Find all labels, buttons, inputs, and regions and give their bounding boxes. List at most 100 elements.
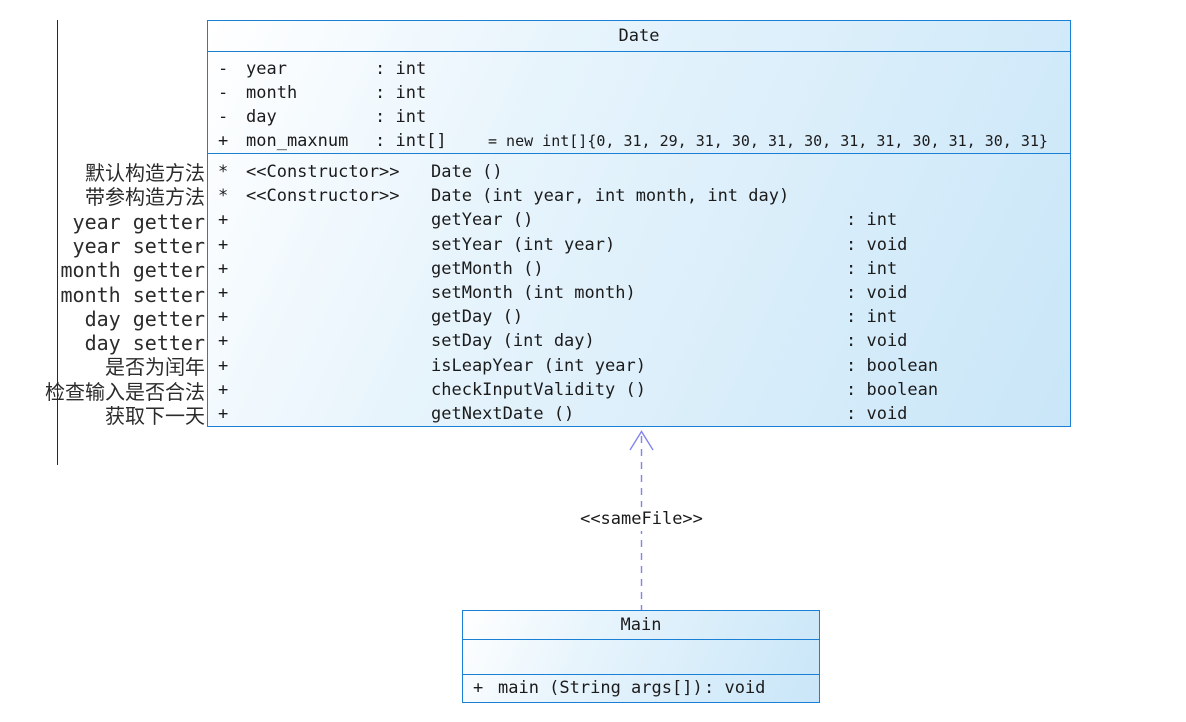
method-return-type: : boolean — [846, 355, 939, 376]
method-signature: setMonth (int month) — [431, 282, 636, 303]
main-fields-compartment — [463, 640, 819, 675]
annotation-label: 是否为闰年 — [105, 355, 205, 380]
visibility-symbol: + — [218, 258, 229, 279]
visibility-symbol: * — [218, 162, 229, 182]
method-stereotype — [246, 233, 431, 257]
method-return-type — [846, 184, 1070, 208]
method-stereotype — [246, 208, 431, 232]
method-stereotype — [246, 305, 431, 329]
annotation-label: 带参构造方法 — [85, 185, 205, 210]
method-return-type: : int — [846, 307, 898, 328]
field-name: day — [246, 107, 277, 127]
method-stereotype — [246, 329, 431, 353]
visibility-symbol: + — [218, 355, 229, 376]
annotation-label: year getter — [72, 209, 205, 234]
field-row: - day : int — [208, 105, 1070, 129]
field-type: : int — [375, 107, 427, 127]
method-signature: setYear (int year) — [431, 234, 616, 255]
method-return-type: : void — [846, 282, 908, 303]
annotation-label: 默认构造方法 — [85, 161, 205, 185]
method-signature: checkInputValidity () — [431, 379, 646, 400]
method-stereotype — [246, 281, 431, 305]
date-class-box: Date - year : int - month : int - day : … — [207, 20, 1071, 427]
method-stereotype — [246, 257, 431, 281]
visibility-symbol: - — [218, 83, 229, 103]
visibility-symbol: - — [218, 107, 229, 127]
date-fields-compartment: - year : int - month : int - day : int +… — [208, 52, 1070, 154]
visibility-symbol: + — [218, 210, 229, 231]
method-return-type: : void — [846, 331, 908, 352]
visibility-symbol: + — [218, 331, 229, 352]
method-return-type: : void — [846, 234, 908, 255]
method-row: + main (String args[]) : void — [463, 675, 819, 701]
annotation-label: 检查输入是否合法 — [45, 379, 205, 404]
method-return-type: : void — [846, 403, 908, 424]
method-signature: getNextDate () — [431, 403, 575, 424]
method-stereotype — [246, 402, 431, 426]
method-signature: getYear () — [431, 210, 534, 231]
annotation-label: day getter — [84, 306, 205, 331]
method-row: + isLeapYear (int year) : boolean — [208, 354, 1070, 378]
method-stereotype: <<Constructor>> — [246, 162, 400, 182]
annotation-label: day setter — [84, 331, 205, 356]
field-name: mon_maxnum — [246, 131, 349, 151]
arrowhead-icon — [629, 430, 654, 451]
method-signature: getMonth () — [431, 258, 544, 279]
annotation-rule — [57, 20, 58, 465]
annotation-label: month setter — [60, 282, 206, 307]
method-stereotype — [246, 354, 431, 378]
method-return-type: : void — [704, 678, 766, 698]
method-signature: setDay (int day) — [431, 331, 595, 352]
field-name: month — [246, 83, 298, 103]
visibility-symbol: + — [218, 379, 229, 400]
method-return-type: : int — [846, 258, 898, 279]
dependency-stereotype-label: <<sameFile>> — [561, 507, 722, 531]
field-row: - year : int — [208, 57, 1070, 81]
method-row: + getDay () : int — [208, 305, 1070, 329]
annotation-label: 获取下一天 — [105, 404, 205, 428]
main-class-box: Main + main (String args[]) : void — [462, 610, 820, 703]
visibility-symbol: + — [218, 234, 229, 255]
visibility-symbol: - — [218, 59, 229, 79]
field-row: + mon_maxnum : int[] = new int[]{0, 31, … — [208, 129, 1070, 153]
field-type: : int[] — [375, 131, 447, 151]
method-signature: main (String args[]) — [498, 678, 703, 698]
method-row: + setMonth (int month) : void — [208, 281, 1070, 305]
field-row: - month : int — [208, 81, 1070, 105]
method-row: + setYear (int year) : void — [208, 233, 1070, 257]
visibility-symbol: * — [218, 186, 229, 207]
field-default — [488, 105, 1070, 129]
method-signature: getDay () — [431, 307, 524, 328]
field-name: year — [246, 59, 287, 79]
visibility-symbol: + — [218, 282, 229, 303]
field-type: : int — [375, 59, 427, 79]
field-type: : int — [375, 83, 427, 103]
method-signature: Date () — [431, 162, 503, 182]
date-class-title: Date — [208, 21, 1070, 52]
annotation-label: month getter — [60, 258, 206, 283]
method-row: * <<Constructor>> Date (int year, int mo… — [208, 184, 1070, 208]
method-stereotype — [246, 378, 431, 402]
annotation-label: year setter — [72, 233, 205, 258]
field-default: = new int[]{0, 31, 29, 31, 30, 31, 30, 3… — [488, 132, 1048, 150]
visibility-symbol: + — [218, 131, 229, 151]
method-row: + checkInputValidity () : boolean — [208, 378, 1070, 402]
annotations-panel: 默认构造方法 带参构造方法 year getter year setter mo… — [0, 0, 205, 440]
method-row: + getMonth () : int — [208, 257, 1070, 281]
method-stereotype: <<Constructor>> — [246, 186, 400, 207]
dependency-arrow — [629, 430, 654, 610]
method-row: + getNextDate () : void — [208, 402, 1070, 426]
field-default — [488, 81, 1070, 105]
visibility-symbol: + — [218, 307, 229, 328]
field-default — [488, 57, 1070, 81]
method-return-type: : boolean — [846, 379, 939, 400]
method-signature: isLeapYear (int year) — [431, 355, 646, 376]
method-return-type: : int — [846, 210, 898, 231]
main-class-title: Main — [463, 611, 819, 640]
method-row: + getYear () : int — [208, 208, 1070, 232]
method-signature: Date (int year, int month, int day) — [431, 186, 790, 207]
visibility-symbol: + — [218, 403, 229, 424]
method-return-type — [846, 160, 1070, 184]
method-row: * <<Constructor>> Date () — [208, 160, 1070, 184]
